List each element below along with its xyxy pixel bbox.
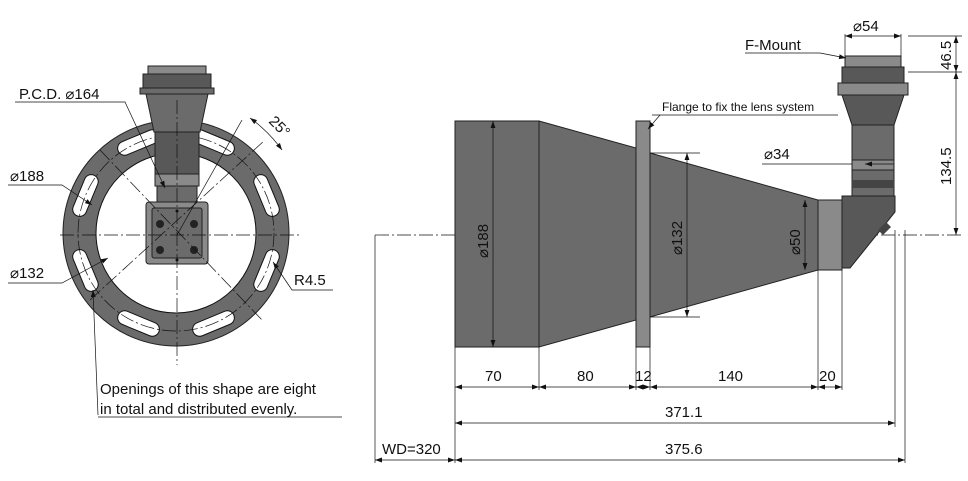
side-od-label: ⌀188 — [475, 224, 492, 258]
side-mid-label: ⌀132 — [669, 221, 686, 255]
dim-140: 140 — [718, 368, 743, 385]
overall-label: 375.6 — [665, 441, 703, 458]
mount-diameter-label: ⌀54 — [853, 18, 879, 35]
large-cylinder — [454, 120, 540, 348]
dim-70: 70 — [485, 368, 502, 385]
dim-80: 80 — [577, 368, 594, 385]
note-line-1: Openings of this shape are eight — [100, 381, 317, 398]
neck — [817, 199, 843, 271]
small-diameter-label: ⌀34 — [764, 146, 790, 163]
total-label: 371.1 — [665, 404, 703, 421]
wd-label: WD=320 — [382, 441, 441, 458]
note-line-2: in total and distributed evenly. — [100, 401, 297, 418]
front-view: 25° P.C.D. ⌀164 ⌀188 ⌀132 R4.5 Openings … — [8, 65, 342, 418]
angle-label: 25° — [265, 113, 293, 141]
side-view: ⌀188 ⌀132 ⌀50 ⌀34 Flange to fix the lens… — [374, 18, 962, 463]
flange-label: Flange to fix the lens system — [662, 100, 814, 114]
first-cone — [538, 120, 637, 348]
slot-opening — [253, 249, 280, 292]
dim-12: 12 — [635, 368, 652, 385]
height-top-label: 46.5 — [938, 41, 955, 70]
pcd-label: P.C.D. ⌀164 — [19, 86, 99, 103]
pcd-circle — [77, 134, 275, 332]
dim-20: 20 — [819, 368, 836, 385]
mount-label: F-Mount — [745, 37, 802, 54]
slot-opening — [72, 174, 99, 217]
neck-diameter-label: ⌀50 — [787, 229, 804, 255]
height-label: 134.5 — [938, 147, 955, 185]
slot-opening — [117, 310, 160, 337]
front-id-label: ⌀132 — [10, 265, 44, 282]
radius-label: R4.5 — [294, 272, 326, 289]
flange — [635, 120, 651, 348]
camera-top-ring — [147, 65, 207, 75]
front-od-label: ⌀188 — [10, 168, 44, 185]
prism-housing — [841, 195, 896, 269]
